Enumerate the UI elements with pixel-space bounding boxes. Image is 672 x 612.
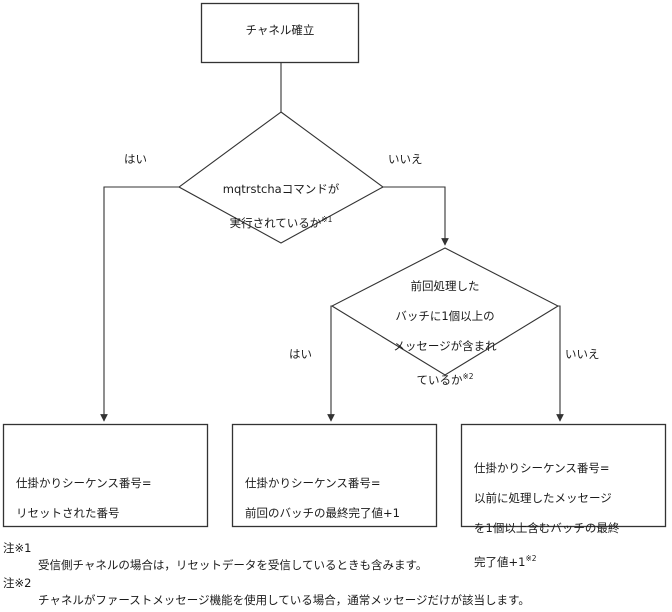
result-1-shape [2,423,209,528]
decision-2-line-3: メッセージが含まれ [393,339,497,353]
result-3-footnote-marker: ※2 [525,554,537,563]
result-1-line-2: リセットされた番号 [16,506,120,520]
result-1-line-1: 仕掛かりシーケンス番号= [16,476,152,490]
decision-1-line-2: 実行されているか※1 [181,212,381,231]
decision-2-label: 前回処理した バッチに1個以上の メッセージが含まれ ているか※2 [345,264,545,403]
result-2-line-1: 仕掛かりシーケンス番号= [245,476,381,490]
result-2-line-2: 前回のバッチの最終完了値+1 [245,506,400,520]
result-3-label: 仕掛かりシーケンス番号= 以前に処理したメッセージ を1個以上含むバッチの最終 … [474,446,666,585]
decision-2-shape [330,247,560,376]
decision-1-yes-label: はい [124,152,147,166]
connector-decision-1-no [383,186,449,246]
connector-decision-2-yes [327,305,335,422]
note-1-body: 受信側チャネルの場合は，リセットデータを受信しているときも含みます。 [38,558,428,572]
decision-2-line-4-text: ているか [416,372,463,387]
decision-2-footnote-marker: ※2 [462,372,474,381]
decision-1-footnote-marker: ※1 [321,215,333,224]
result-3-line-1: 仕掛かりシーケンス番号= [474,461,610,475]
decision-2-no-label: いいえ [565,347,600,361]
decision-2-line-1: 前回処理した [410,279,480,293]
decision-2-line-2: バッチに1個以上の [395,309,495,323]
decision-2-yes-label: はい [289,347,312,361]
result-3-line-3: を1個以上含むバッチの最終 [474,521,620,535]
decision-1-line-1: mqtrstchaコマンドが [222,182,340,196]
decision-1-label: mqtrstchaコマンドが 実行されているか※1 [181,167,381,246]
connector-decision-2-no [556,305,564,422]
decision-1-no-label: いいえ [388,152,423,166]
result-3-shape [460,423,667,528]
result-2-label: 仕掛かりシーケンス番号= 前回のバッチの最終完了値+1 [245,461,435,536]
start-box-shape [200,2,360,64]
connector-decision-1-yes [100,186,179,422]
note-2-body: チャネルがファーストメッセージ機能を使用している場合，通常メッセージだけが該当し… [38,593,530,607]
start-box-label: チャネル確立 [245,23,315,37]
result-3-line-4: 完了値+1※2 [474,551,666,570]
result-1-label: 仕掛かりシーケンス番号= リセットされた番号 [16,461,206,536]
note-1-head: 注※1 [3,541,32,555]
decision-1-shape [177,111,385,244]
note-2-head: 注※2 [3,576,32,590]
result-3-line-2: 以前に処理したメッセージ [474,491,612,505]
result-2-shape [231,423,438,528]
decision-2-line-4: ているか※2 [345,369,545,388]
decision-1-line-2-text: 実行されているか [229,215,322,230]
result-3-line-4-text: 完了値+1 [474,554,526,569]
